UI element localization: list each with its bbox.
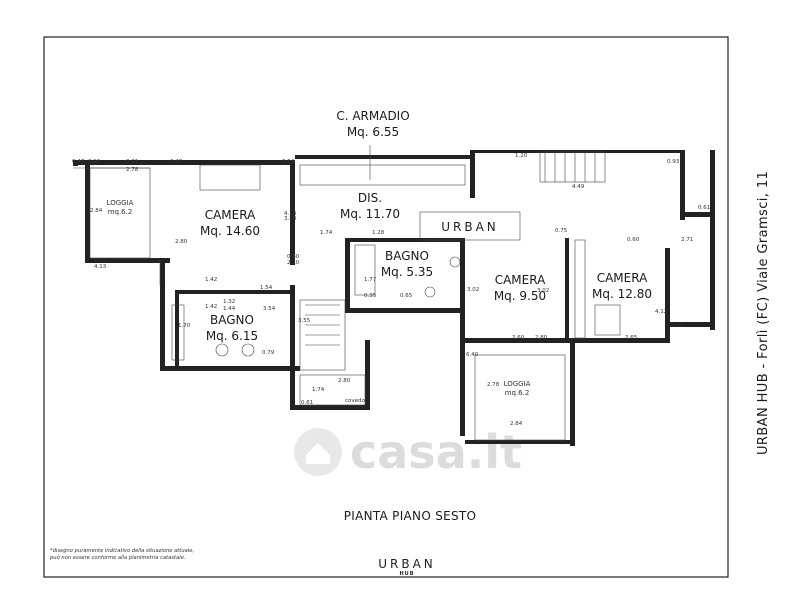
dimension-label: 2.65 bbox=[625, 335, 638, 341]
dimension-label: 1.54 bbox=[260, 285, 273, 291]
room-name: DIS. bbox=[358, 191, 382, 205]
dimension-label: 2.78 bbox=[487, 382, 500, 388]
dimension-label: 3.55 bbox=[298, 318, 311, 324]
loggia-right: LOGGIA mq.6.2 bbox=[504, 380, 531, 397]
loggia-area: mq.6.2 bbox=[108, 208, 133, 216]
dimension-label: 0.60 bbox=[627, 237, 640, 243]
loggia-left: LOGGIA mq.6.2 bbox=[107, 199, 134, 216]
dimension-label: 0.93 bbox=[667, 159, 680, 165]
room-name: CAMERA bbox=[597, 271, 648, 285]
room-dis: DIS. Mq. 11.70 bbox=[340, 191, 400, 221]
room-name: CAMERA bbox=[205, 208, 256, 222]
plan-details bbox=[73, 145, 621, 441]
dimension-label: 1.20 bbox=[515, 153, 528, 159]
dimension-label: 0.75 bbox=[555, 228, 568, 234]
dimension-label: 1.28 bbox=[372, 230, 385, 236]
room-name: BAGNO bbox=[210, 313, 254, 327]
room-armadio: C. ARMADIO Mq. 6.55 bbox=[336, 109, 409, 139]
room-area: Mq. 9.50 bbox=[494, 289, 546, 303]
dimension-label: 2.21 bbox=[126, 159, 138, 165]
dimension-label: 0.61 bbox=[301, 400, 313, 406]
dimension-label: 1.44 bbox=[223, 306, 236, 312]
dimension-label: 3.54 bbox=[282, 159, 295, 165]
room-name: CAMERA bbox=[495, 273, 546, 287]
plan-logo-text: URBAN bbox=[441, 220, 499, 234]
dimension-label: 0.65 bbox=[400, 293, 413, 299]
dimension-label: 2.80 bbox=[175, 239, 188, 245]
dimension-label: 0.61 bbox=[698, 205, 710, 211]
dimension-label: 0.47 bbox=[72, 159, 85, 165]
dimension-label: 0.35 bbox=[364, 293, 377, 299]
dimension-label: 4.12 bbox=[655, 309, 667, 315]
plan-title: PIANTA PIANO SESTO bbox=[344, 509, 477, 523]
dimension-label: 1.70 bbox=[178, 323, 191, 329]
dimension-label: 2.84 bbox=[510, 421, 523, 427]
dimension-label: 1.74 bbox=[320, 230, 333, 236]
dimension-label: 4.49 bbox=[572, 184, 585, 190]
room-area: Mq. 12.80 bbox=[592, 287, 652, 301]
side-caption: URBAN HUB - Forlì (FC) Viale Gramsci, 11 bbox=[756, 171, 771, 455]
bottom-logo-main: URBAN bbox=[378, 557, 436, 571]
room-camera-center: CAMERA Mq. 9.50 bbox=[494, 273, 546, 303]
room-area: Mq. 5.35 bbox=[381, 265, 433, 279]
dimension-label: 0.10 bbox=[88, 159, 101, 165]
dimension-label: 2.71 bbox=[681, 237, 693, 243]
bottom-logo-sub: HUB bbox=[399, 571, 414, 577]
room-bagno-left: BAGNO Mq. 6.15 bbox=[206, 313, 258, 343]
plan-logo: URBAN bbox=[441, 220, 499, 234]
loggia-area: mq.6.2 bbox=[505, 389, 530, 397]
room-area: Mq. 6.55 bbox=[347, 125, 399, 139]
dimension-label: 2.78 bbox=[126, 167, 139, 173]
dimension-label: 6.40 bbox=[466, 352, 479, 358]
dimension-label: 1.77 bbox=[364, 277, 377, 283]
dimension-label: 3.54 bbox=[263, 306, 276, 312]
dimension-label: 1.42 bbox=[205, 304, 217, 310]
watermark-text: casa.it bbox=[350, 425, 522, 479]
plan-walls bbox=[73, 150, 715, 446]
disclaimer-line-1: *disegno puramente indicativo della situ… bbox=[50, 548, 194, 554]
dimension-label: 1.33 bbox=[94, 258, 107, 264]
dimension-label: 3.02 bbox=[537, 288, 549, 294]
dimension-label: 0.80 bbox=[287, 254, 300, 260]
dimension-label: 2.84 bbox=[90, 208, 103, 214]
dimension-label: 3.02 bbox=[467, 287, 479, 293]
room-camera-right: CAMERA Mq. 12.80 bbox=[592, 271, 652, 301]
loggia-name: LOGGIA bbox=[107, 199, 134, 207]
dimension-label: 2.10 bbox=[287, 260, 300, 266]
dimension-label: 0.79 bbox=[262, 350, 275, 356]
dimension-label: 2.80 bbox=[535, 335, 548, 341]
dimension-label: 0.61 bbox=[672, 323, 684, 329]
drawing-frame bbox=[43, 36, 729, 578]
room-name: C. ARMADIO bbox=[336, 109, 409, 123]
room-bagno-center: BAGNO Mq. 5.35 bbox=[381, 249, 433, 279]
dimension-label: 0.40 bbox=[170, 159, 183, 165]
room-area: Mq. 6.15 bbox=[206, 329, 258, 343]
disclaimer-line-2: può non essere conforme alla planimetria… bbox=[49, 554, 186, 561]
room-area: Mq. 14.60 bbox=[200, 224, 260, 238]
watermark: casa.it bbox=[294, 425, 522, 479]
dimension-label: 1.74 bbox=[312, 387, 325, 393]
dimension-label: 4.13 bbox=[94, 264, 107, 270]
loggia-name: LOGGIA bbox=[504, 380, 531, 388]
dimension-label: 2.60 bbox=[512, 335, 525, 341]
dimension-label: 1.42 bbox=[205, 277, 217, 283]
room-area: Mq. 11.70 bbox=[340, 207, 400, 221]
dimension-label: 2.80 bbox=[338, 378, 351, 384]
room-name: BAGNO bbox=[385, 249, 429, 263]
dimension-label: 4.13 bbox=[284, 211, 297, 217]
dimension-label: 3.58 bbox=[284, 216, 297, 222]
dimension-label: 1.08 bbox=[428, 238, 441, 244]
room-camera-left: CAMERA Mq. 14.60 bbox=[200, 208, 260, 238]
covedo-label: covedo bbox=[345, 398, 366, 404]
bottom-logo: URBAN HUB bbox=[378, 557, 436, 577]
dimension-label: 1.32 bbox=[223, 299, 235, 305]
